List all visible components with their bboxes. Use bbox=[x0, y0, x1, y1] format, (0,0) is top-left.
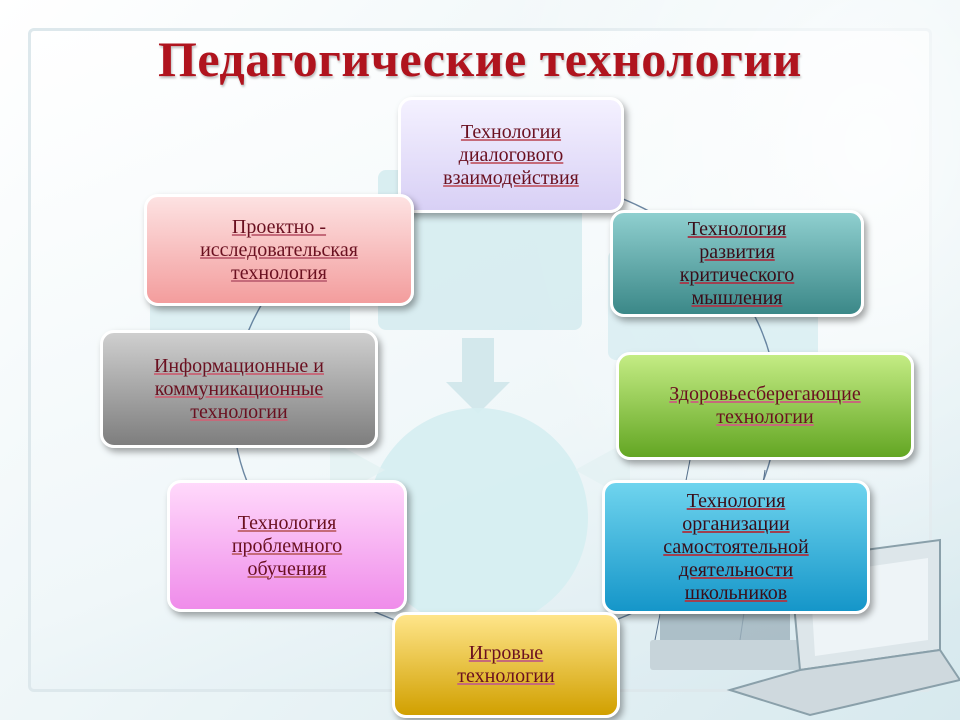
down-arrow-icon bbox=[446, 338, 510, 414]
node-label-line: проблемного bbox=[231, 534, 343, 557]
node-label-line: обучения bbox=[247, 557, 327, 580]
node-label-line: технологии bbox=[190, 400, 288, 423]
node-label-line: диалогового bbox=[458, 143, 564, 166]
node-label-line: Технологии bbox=[460, 120, 562, 143]
center-circle bbox=[368, 408, 588, 628]
node-label-line: Информационные и bbox=[153, 354, 325, 377]
laptop-keyboard bbox=[726, 648, 960, 717]
node-label-line: организации bbox=[682, 512, 790, 535]
node-dialog-technology: Технологии диалогового взаимодействия bbox=[398, 97, 624, 213]
node-label-line: Технология bbox=[687, 217, 787, 240]
page-title: Педагогические технологии bbox=[158, 31, 802, 87]
node-label-line: Здоровьесберегающие bbox=[669, 383, 861, 405]
node-label-line: мышления bbox=[691, 286, 783, 309]
node-game-technology: Игровые технологии bbox=[392, 612, 620, 718]
node-label-line: Технология bbox=[686, 489, 786, 512]
node-label-line: технология bbox=[231, 261, 327, 284]
node-label-line: деятельности bbox=[678, 558, 794, 581]
node-label-line: Игровые bbox=[468, 642, 544, 664]
book-stack bbox=[650, 640, 800, 670]
node-label-line: технологии bbox=[457, 665, 555, 687]
node-label-line: школьников bbox=[684, 581, 788, 604]
node-label-line: критического bbox=[679, 263, 795, 286]
node-label-line: Технология bbox=[237, 511, 337, 534]
node-label-line: исследовательская bbox=[200, 238, 358, 261]
node-label-line: Проектно - bbox=[231, 215, 327, 238]
node-critical-thinking-technology: Технология развития критического мышлени… bbox=[610, 210, 864, 317]
node-problem-learning-technology: Технология проблемного обучения bbox=[167, 480, 407, 612]
node-ict-technology: Информационные и коммуникационные технол… bbox=[100, 330, 378, 448]
node-label-line: взаимодействия bbox=[443, 166, 579, 189]
node-independent-work-technology: Технология организации самостоятельной д… bbox=[602, 480, 870, 614]
node-label-line: самостоятельной bbox=[663, 535, 809, 558]
node-label-line: технологии bbox=[716, 406, 814, 428]
node-label-line: развития bbox=[699, 240, 775, 263]
node-project-research-technology: Проектно - исследовательская технология bbox=[144, 194, 414, 306]
node-health-saving-technology: Здоровьесберегающие технологии bbox=[616, 352, 914, 460]
node-label-line: коммуникационные bbox=[154, 377, 324, 400]
